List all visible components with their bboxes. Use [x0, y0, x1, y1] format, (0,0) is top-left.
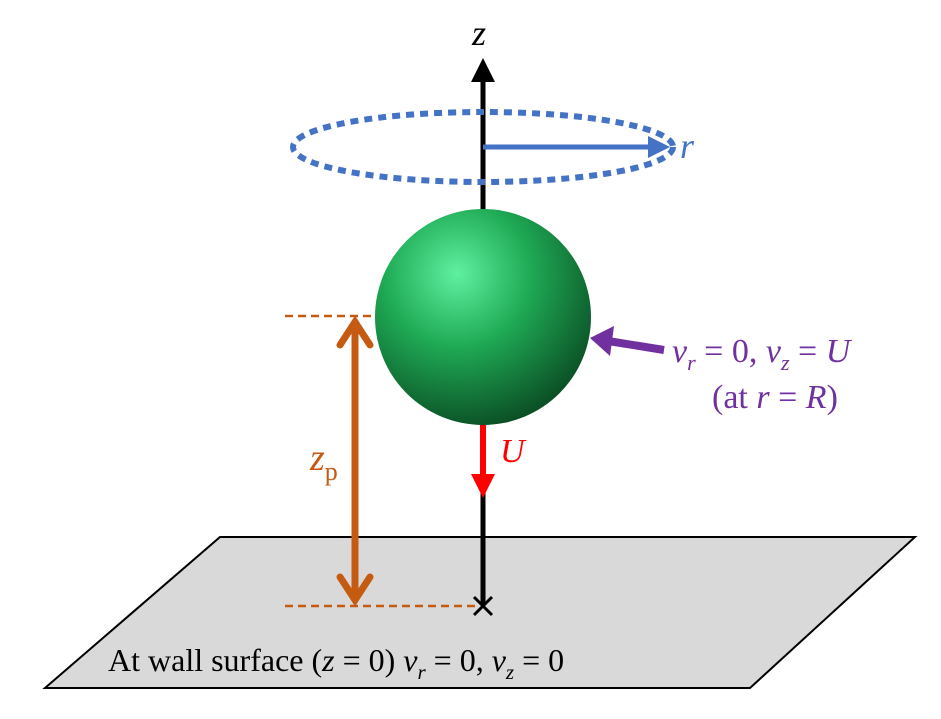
sphere [375, 209, 591, 425]
z-axis-arrowhead-icon [471, 58, 495, 82]
r-direction-ellipse [290, 109, 676, 185]
velocity-arrowhead-icon [471, 474, 495, 498]
sphere-bc-arrowhead-icon [590, 326, 614, 356]
sphere-bc-line2: (at r = R) [712, 379, 838, 416]
sphere-bc-arrow [607, 337, 665, 354]
r-axis-label: r [680, 126, 695, 166]
origin-x-mark-icon [472, 595, 494, 617]
wall-bc-label: At wall surface (z = 0) vr = 0, vz = 0 [108, 642, 564, 684]
sphere-bc-line1: vr = 0, vz = U [672, 333, 853, 375]
z-axis-label: z [471, 13, 486, 53]
wall-surface [42, 536, 918, 689]
zp-label: zp [309, 437, 338, 486]
r-arrowhead-icon [648, 136, 670, 158]
velocity-label: U [500, 433, 527, 470]
zp-double-arrow [336, 315, 374, 607]
